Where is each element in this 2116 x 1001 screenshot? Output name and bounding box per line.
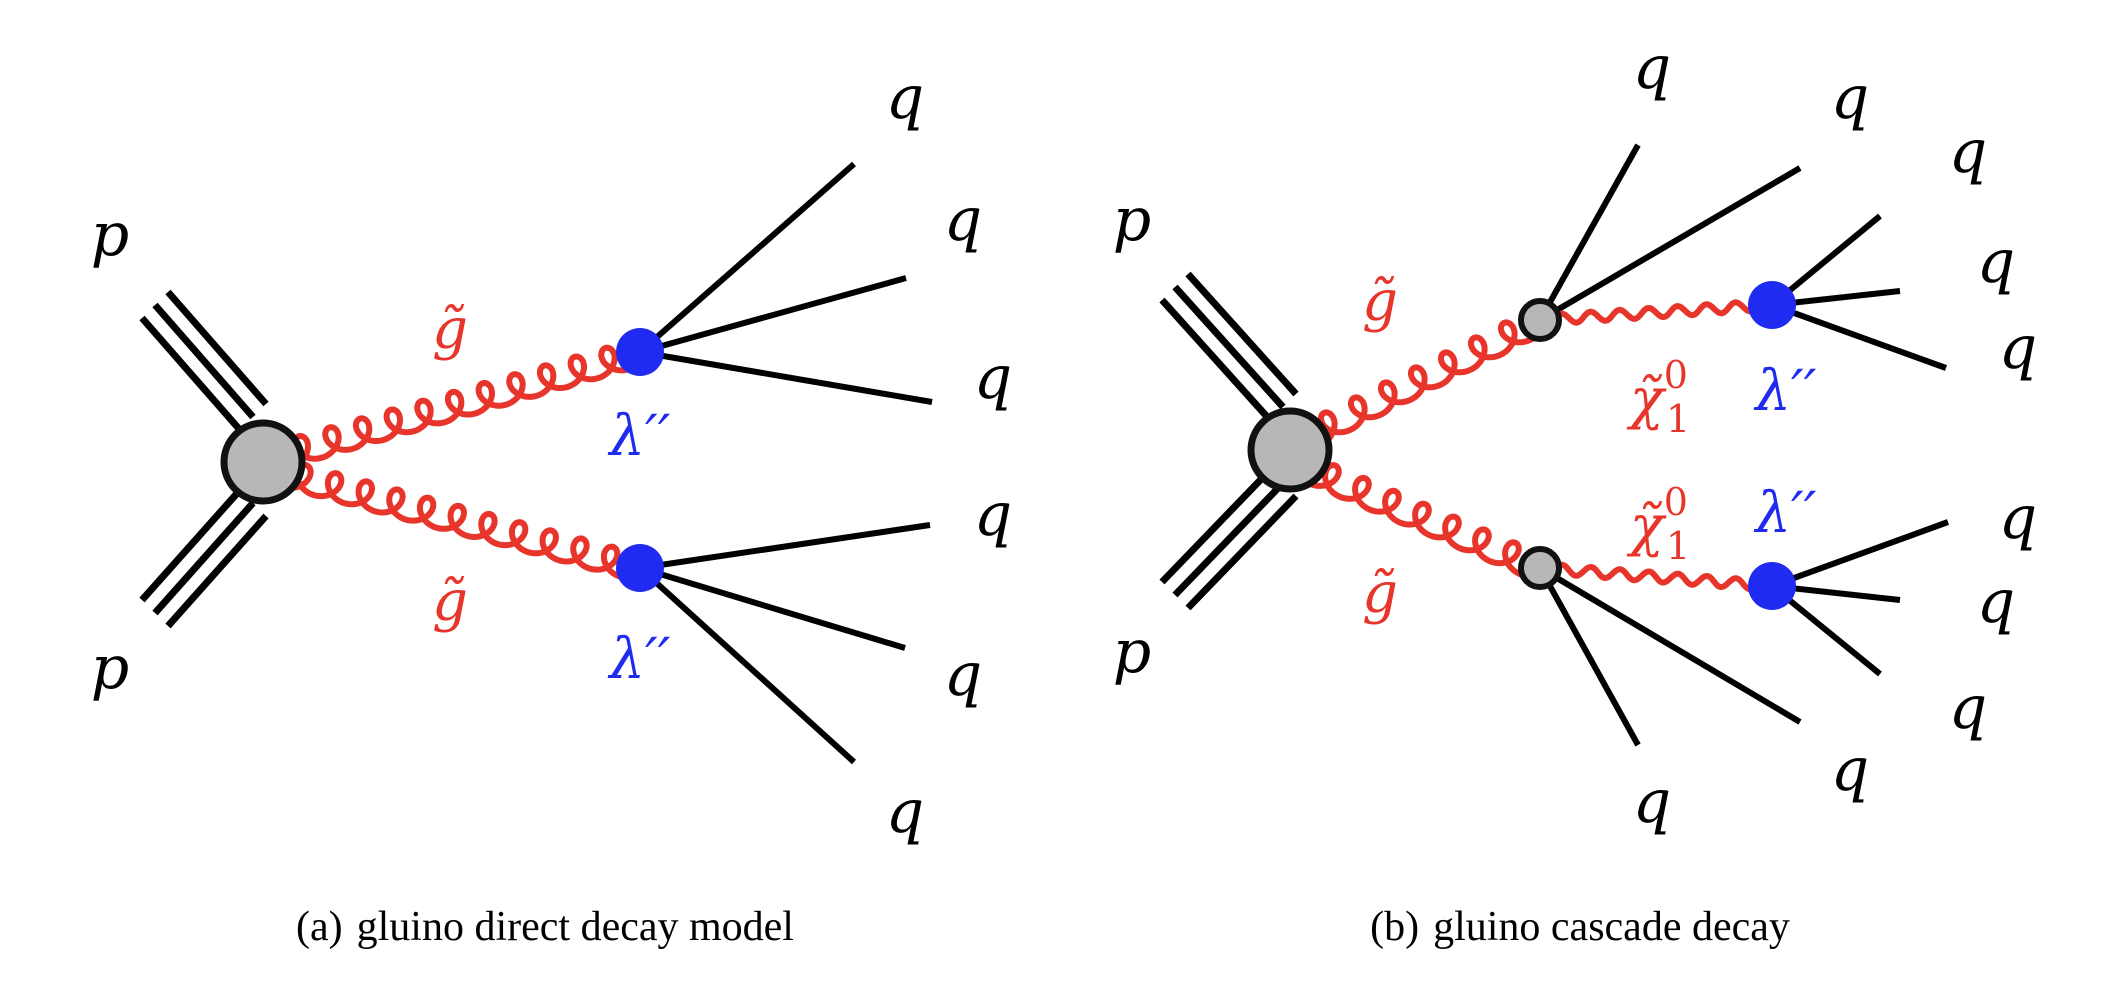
rpv-vertex-upper-a — [616, 328, 664, 376]
proton-label-top-b: p — [1113, 185, 1151, 255]
proton-label-bottom-b: p — [1113, 617, 1151, 687]
coupling-label-lower-b: λ′′ — [1754, 481, 1817, 546]
quark-label-b-8: q — [1949, 673, 1987, 743]
quark-label-b-2: q — [1831, 63, 1869, 133]
quark-label-b-10: q — [1633, 767, 1671, 837]
rpv-vertex-upper-b — [1748, 281, 1796, 329]
caption-tag-b: (b) — [1370, 904, 1419, 950]
gluino-label-lower-a: g̃ — [432, 569, 468, 634]
gluino-line-upper-a — [260, 335, 649, 471]
cascade-vertex-lower-b — [1518, 546, 1562, 590]
caption-tag-a: (a) — [296, 904, 343, 950]
neutralino-sub-upper: 1 — [1666, 397, 1690, 441]
neutralino-super-lower: 0 — [1664, 480, 1688, 524]
neutralino-sub-lower: 1 — [1666, 524, 1690, 568]
gluino-label-upper-b: g̃ — [1362, 269, 1398, 334]
quark-label-a-6: q — [886, 777, 924, 847]
quark-lines-lower-cascade-b — [1537, 565, 1802, 747]
caption-text-a: gluino direct decay model — [357, 904, 794, 950]
gluino-line-lower-a — [263, 453, 652, 581]
quark-label-a-2: q — [944, 185, 982, 255]
quark-label-a-1: q — [886, 63, 924, 133]
proton-line-top-a — [139, 289, 269, 433]
caption-a: (a) gluino direct decay model — [296, 904, 794, 950]
coupling-label-lower-a: λ′′ — [608, 627, 671, 692]
quark-label-b-9: q — [1831, 735, 1869, 805]
quark-lines-upper-a — [638, 161, 933, 405]
quark-label-b-6: q — [1999, 483, 2037, 553]
gluino-line-upper-b — [1287, 304, 1548, 451]
quark-label-b-7: q — [1977, 567, 2015, 637]
quark-label-b-5: q — [1999, 313, 2037, 383]
proton-line-top-b — [1159, 271, 1299, 423]
quark-label-b-4: q — [1977, 227, 2015, 297]
rpv-vertex-lower-b — [1748, 562, 1796, 610]
gluino-line-lower-b — [1292, 449, 1552, 579]
quark-lines-upper-rpv-b — [1770, 213, 1948, 371]
quark-label-a-5: q — [944, 640, 982, 710]
coupling-label-upper-a: λ′′ — [608, 404, 671, 469]
neutralino-line-lower-b — [1537, 561, 1775, 593]
quark-label-b-3: q — [1949, 117, 1987, 187]
proton-line-bottom-a — [139, 487, 269, 629]
proton-line-bottom-b — [1159, 467, 1299, 611]
production-blob-a — [220, 419, 306, 505]
coupling-label-upper-b: λ′′ — [1754, 359, 1817, 424]
diagram-a: p p g̃ g̃ λ′′ λ′′ q q q q q q (a) gluino … — [91, 63, 1012, 950]
gluino-label-lower-b: g̃ — [1362, 561, 1398, 626]
neutralino-super-upper: 0 — [1664, 353, 1688, 397]
proton-label-top-a: p — [91, 200, 129, 270]
quark-label-a-4: q — [974, 480, 1012, 550]
caption-text-b: gluino cascade decay — [1433, 904, 1790, 950]
gluino-label-upper-a: g̃ — [432, 297, 468, 362]
caption-b: (b) gluino cascade decay — [1370, 904, 1790, 950]
quark-label-a-3: q — [974, 343, 1012, 413]
neutralino-symbol-lower: χ̃ — [1626, 494, 1667, 559]
proton-label-bottom-a: p — [91, 633, 129, 703]
neutralino-symbol-upper: χ̃ — [1626, 367, 1667, 432]
quark-lines-lower-a — [637, 522, 931, 765]
cascade-vertex-upper-b — [1518, 298, 1562, 342]
production-blob-b — [1247, 407, 1333, 493]
neutralino-line-upper-b — [1537, 297, 1775, 328]
quark-label-b-1: q — [1633, 33, 1671, 103]
rpv-vertex-lower-a — [616, 544, 664, 592]
quark-lines-upper-cascade-b — [1537, 143, 1802, 323]
